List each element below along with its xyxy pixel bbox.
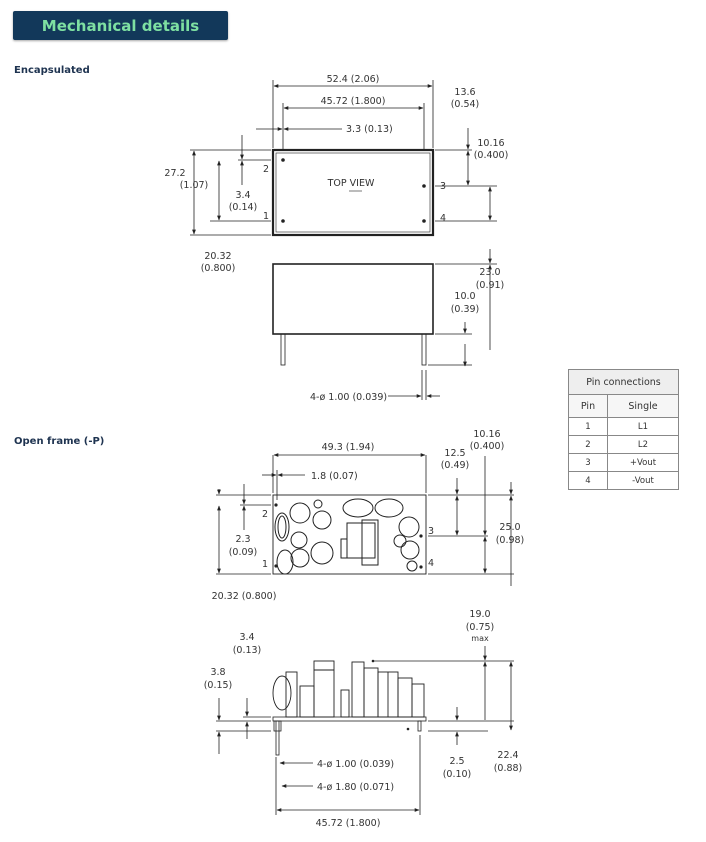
pin-table-caption: Pin connections bbox=[568, 369, 679, 395]
dim-open-standoff-mm: 3.8 bbox=[210, 667, 225, 678]
dim-open-board-thickness-mm: 2.5 bbox=[449, 756, 464, 767]
dim-left-spacing-in: (0.800) bbox=[201, 263, 236, 274]
dim-overall-length: 52.4 (2.06) bbox=[327, 74, 380, 85]
pin-function: -Vout bbox=[607, 471, 679, 490]
pin-table-header-pin: Pin bbox=[568, 394, 608, 418]
pin-number: 3 bbox=[568, 453, 608, 472]
dim-left-spacing-mm: 20.32 bbox=[204, 251, 231, 262]
dim-side-height-in: (0.91) bbox=[476, 280, 505, 291]
dim-pin-inset-in: (0.14) bbox=[229, 202, 258, 213]
open-pin-4: 4 bbox=[428, 558, 434, 569]
dim-open-pin-diameter: 4-ø 1.00 (0.039) bbox=[317, 759, 394, 770]
dim-open-length: 49.3 (1.94) bbox=[322, 442, 375, 453]
pin-table-header-single: Single bbox=[607, 394, 679, 418]
open-frame-side-view bbox=[216, 646, 514, 815]
encapsulated-top-body bbox=[271, 148, 435, 237]
dim-open-shoulder-diameter: 4-ø 1.80 (0.071) bbox=[317, 782, 394, 793]
open-frame-side-components bbox=[272, 660, 425, 718]
dim-pin-length-in: (0.39) bbox=[451, 304, 480, 315]
dim-right-spacing-mm: 10.16 bbox=[477, 138, 504, 149]
enc-pin-4: 4 bbox=[440, 213, 446, 224]
dim-open-width-mm: 25.0 bbox=[499, 522, 520, 533]
encapsulated-side-body bbox=[272, 263, 434, 335]
open-frame-title: Open frame (-P) bbox=[14, 436, 105, 447]
pin-number: 2 bbox=[568, 435, 608, 454]
section-header: Mechanical details bbox=[13, 11, 228, 40]
dim-width-mm: 27.2 bbox=[164, 168, 185, 179]
enc-pin-1: 1 bbox=[263, 211, 269, 222]
dim-pin-inset-mm: 3.4 bbox=[235, 190, 250, 201]
open-frame-board bbox=[272, 494, 427, 575]
table-row: 2 L2 bbox=[568, 435, 679, 454]
dim-open-width-in: (0.98) bbox=[496, 535, 525, 546]
dim-open-total-height-in: (0.88) bbox=[494, 763, 523, 774]
table-row: 3 +Vout bbox=[568, 453, 679, 472]
dim-open-pin-inset-mm: 2.3 bbox=[235, 534, 250, 545]
open-frame-components bbox=[274, 498, 420, 575]
dim-open-standoff-in: (0.15) bbox=[204, 680, 233, 691]
pin-connections-table: Pin connections Pin Single 1 L1 2 L2 3 +… bbox=[568, 369, 679, 490]
dim-open-height-in: (0.75) bbox=[466, 622, 495, 633]
enc-pin-2: 2 bbox=[263, 164, 269, 175]
open-pin-2: 2 bbox=[262, 509, 268, 520]
open-frame-pin-right bbox=[417, 720, 422, 732]
encapsulated-top-view bbox=[190, 80, 497, 237]
dim-pin-length-mm: 10.0 bbox=[454, 291, 475, 302]
dim-pin-offset: 3.3 (0.13) bbox=[346, 124, 393, 135]
open-frame-pin-marks bbox=[274, 503, 423, 569]
dim-open-top-offset-mm: 3.4 bbox=[239, 632, 254, 643]
encapsulated-side-view bbox=[272, 249, 497, 400]
pin-function: L2 bbox=[607, 435, 679, 454]
dim-open-total-height-mm: 22.4 bbox=[497, 750, 518, 761]
pin-number: 4 bbox=[568, 471, 608, 490]
dim-right-offset-in: (0.54) bbox=[451, 99, 480, 110]
dim-open-right-spacing-in: (0.400) bbox=[470, 441, 505, 452]
pin-function: +Vout bbox=[607, 453, 679, 472]
dim-open-height-note: max bbox=[471, 634, 489, 643]
dim-side-height-mm: 23.0 bbox=[479, 267, 500, 278]
enc-pin-3: 3 bbox=[440, 181, 446, 192]
pin-function: L1 bbox=[607, 417, 679, 436]
dim-open-board-thickness-in: (0.10) bbox=[443, 769, 472, 780]
dim-right-offset-mm: 13.6 bbox=[454, 87, 475, 98]
section-header-title: Mechanical details bbox=[41, 16, 200, 35]
dim-open-right-offset-in: (0.49) bbox=[441, 460, 470, 471]
encapsulated-pin-left bbox=[280, 333, 286, 366]
dim-open-height-mm: 19.0 bbox=[469, 609, 490, 620]
open-pin-1: 1 bbox=[262, 559, 268, 570]
dim-open-pin-offset: 1.8 (0.07) bbox=[311, 471, 358, 482]
pin-number: 1 bbox=[568, 417, 608, 436]
encapsulated-top-label: TOP VIEW bbox=[327, 178, 375, 189]
open-frame-top-view bbox=[216, 453, 514, 586]
encapsulated-title: Encapsulated bbox=[14, 65, 90, 76]
dim-open-top-offset-in: (0.13) bbox=[233, 645, 262, 656]
dim-right-spacing-in: (0.400) bbox=[474, 150, 509, 161]
dim-open-pin-inset-in: (0.09) bbox=[229, 547, 258, 558]
open-pin-3: 3 bbox=[428, 526, 434, 537]
dim-enc-pin-diameter: 4-ø 1.00 (0.039) bbox=[310, 392, 387, 403]
dim-open-right-offset-mm: 12.5 bbox=[444, 448, 465, 459]
table-row: 4 -Vout bbox=[568, 471, 679, 490]
open-frame-pin-left bbox=[275, 720, 280, 756]
open-frame-side-board bbox=[272, 716, 427, 722]
dim-open-pin-span: 45.72 (1.800) bbox=[316, 818, 381, 829]
dim-pin-span: 45.72 (1.800) bbox=[321, 96, 386, 107]
encapsulated-pin-marks bbox=[281, 158, 426, 223]
dim-open-left-spacing: 20.32 (0.800) bbox=[212, 591, 277, 602]
table-row: 1 L1 bbox=[568, 417, 679, 436]
encapsulated-pin-right bbox=[421, 333, 427, 366]
dim-width-in: (1.07) bbox=[180, 180, 209, 191]
dim-open-right-spacing-mm: 10.16 bbox=[473, 429, 500, 440]
